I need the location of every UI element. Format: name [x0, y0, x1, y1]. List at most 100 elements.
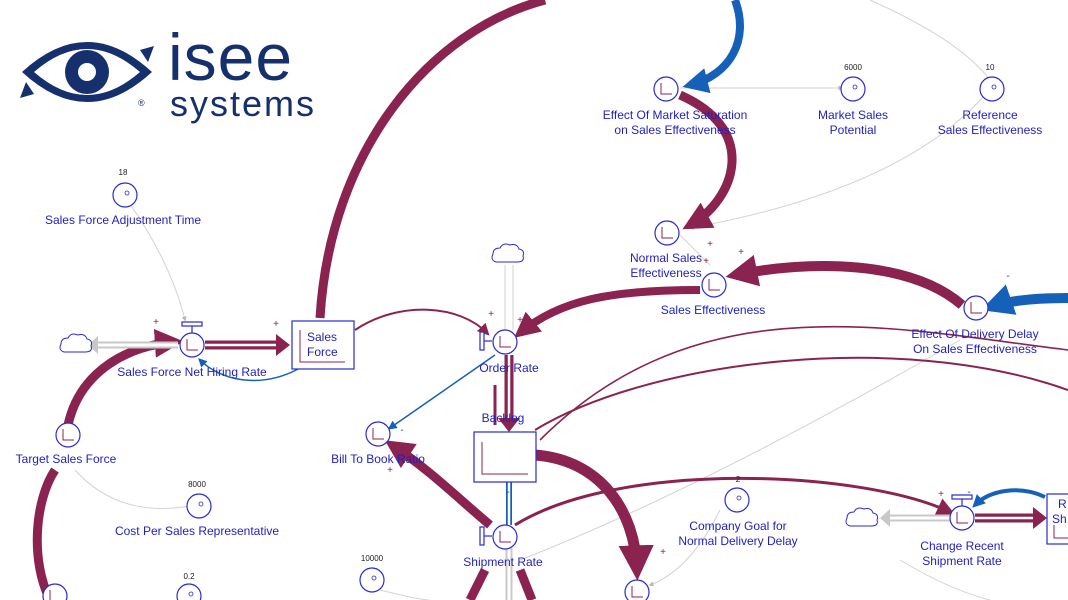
polarity-plus: +	[660, 547, 666, 558]
market-sales-potential-label-2: Potential	[829, 123, 877, 137]
reference-sales-effectiveness-value: 10	[985, 63, 995, 72]
link-effectiveness-to-order	[514, 286, 701, 338]
polarity-minus: -	[400, 425, 404, 436]
normal-sales-effectiveness-label-1: Normal Sales	[629, 251, 703, 265]
converter-circles	[42, 76, 1005, 600]
polarity-plus: +	[738, 247, 744, 258]
flow-pipes	[88, 334, 1047, 600]
company-goal-label-2: Normal Delivery Delay	[678, 534, 798, 548]
link-shipment-to-billbook	[384, 440, 493, 529]
polarity-plus: +	[703, 256, 709, 267]
effect-market-saturation-label-2: on Sales Effectiveness	[614, 123, 736, 137]
company-goal-value: 2	[735, 475, 741, 484]
change-recent-flow-node[interactable]	[949, 505, 975, 531]
effect-market-saturation-label-1: Effect Of Market Saturation	[602, 108, 748, 122]
sales-force-adjustment-time-label: Sales Force Adjustment Time	[44, 213, 202, 227]
link-left-to-target	[32, 467, 59, 600]
unnamed-10000-node[interactable]	[359, 567, 385, 593]
polarity-minus: -	[506, 487, 510, 498]
reference-sales-effectiveness-label-1: Reference	[962, 108, 1018, 122]
reference-sales-effectiveness-node[interactable]	[979, 76, 1005, 102]
cloud-icon	[491, 243, 524, 263]
valves	[181, 321, 973, 546]
target-sales-force-node[interactable]	[55, 422, 81, 448]
market-sales-potential-label-1: Market Sales	[817, 108, 889, 122]
company-goal-node[interactable]	[724, 487, 750, 513]
unnamed-10000-value: 10000	[360, 554, 384, 563]
link-salesforce-to-hiring	[198, 358, 301, 382]
order-rate-flow-node[interactable]	[492, 329, 518, 355]
effect-delivery-delay-label-2: On Sales Effectiveness	[913, 342, 1037, 356]
link-right-to-delivery	[980, 284, 1068, 315]
effect-delivery-delay-node[interactable]	[963, 295, 989, 321]
cost-per-sales-rep-value: 8000	[188, 480, 206, 489]
stock-sales-force-label-1: Sales	[307, 330, 338, 344]
cloud-icon	[59, 333, 92, 353]
company-goal-label-1: Company Goal for	[689, 519, 787, 533]
link-shipment-to-change	[514, 476, 955, 527]
sales-effectiveness-label: Sales Effectiveness	[660, 303, 766, 317]
sales-force-adjustment-time-value: 18	[118, 168, 128, 177]
sales-effectiveness-node[interactable]	[701, 272, 727, 298]
polarity-minus: -	[967, 487, 971, 498]
partial-stock-letter-1: R	[1058, 497, 1067, 511]
target-sales-force-label: Target Sales Force	[15, 452, 117, 466]
link-backlog-long	[539, 325, 1068, 441]
logo-word-systems: systems	[170, 83, 317, 124]
polarity-minus: -	[1006, 271, 1010, 282]
stock-recent-shipment-partial	[1046, 493, 1068, 545]
cost-per-sales-rep-label: Cost Per Sales Representative	[114, 524, 280, 538]
flow-order-rate-label: Order Rate	[479, 361, 539, 375]
market-sales-potential-node[interactable]	[840, 76, 866, 102]
flow-shipment-rate-label: Shipment Rate	[463, 555, 543, 569]
link-top-to-market-sat	[682, 0, 744, 94]
unnamed-0-2-node[interactable]	[176, 583, 202, 600]
link-order-to-billbook	[387, 354, 496, 430]
flow-change-recent-label-2: Shipment Rate	[922, 554, 1002, 568]
bill-to-book-ratio-label: Bill To Book Ratio	[331, 452, 425, 466]
link-market-sat-to-normal	[678, 90, 737, 230]
blue-links	[198, 0, 1068, 508]
partial-stock-letter-2: Sh	[1052, 512, 1067, 526]
link-backlog-to-bottom	[534, 449, 654, 581]
link-backlog-to-right	[534, 356, 1068, 431]
polarity-plus: +	[517, 315, 523, 326]
isee-logo	[20, 42, 154, 102]
link-right-to-change	[972, 488, 1046, 508]
polarity-plus: +	[387, 465, 393, 476]
polarity-plus: +	[153, 317, 159, 328]
clouds	[59, 243, 878, 527]
unnamed-0-2-value: 0.2	[183, 572, 195, 581]
stock-sales-force-label-2: Force	[307, 345, 338, 359]
logo-word-isee: isee	[168, 20, 294, 94]
hiring-rate-flow-node[interactable]	[179, 332, 205, 358]
normal-sales-effectiveness-node[interactable]	[654, 220, 680, 246]
flow-hiring-rate-label: Sales Force Net Hiring Rate	[117, 365, 267, 379]
sales-force-adjustment-time-node[interactable]	[112, 182, 138, 208]
link-shipment-down2	[515, 568, 537, 600]
stock-backlog-label: Backlog	[481, 411, 525, 425]
link-target-to-hiring	[63, 328, 184, 427]
effect-delivery-delay-label-1: Effect Of Delivery Delay	[911, 327, 1039, 341]
effect-market-saturation-node[interactable]	[653, 76, 679, 102]
link-delivery-to-effectiveness	[725, 254, 966, 309]
cost-per-sales-rep-node[interactable]	[186, 493, 212, 519]
thin-links	[74, 0, 991, 600]
polarity-plus: +	[938, 489, 944, 500]
reference-sales-effectiveness-label-2: Sales Effectiveness	[937, 123, 1043, 137]
flow-change-recent-label-1: Change Recent	[920, 539, 1004, 553]
polarity-plus: +	[273, 319, 279, 330]
bottom-node[interactable]	[624, 579, 650, 600]
bottom-left-node[interactable]	[42, 583, 68, 600]
market-sales-potential-value: 6000	[844, 63, 862, 72]
polarity-plus: +	[707, 239, 713, 250]
stock-sales-force	[291, 320, 355, 370]
logo-registered-mark: ®	[138, 98, 146, 108]
stocks	[291, 320, 1068, 545]
bill-to-book-ratio-node[interactable]	[365, 421, 391, 447]
shipment-rate-flow-node[interactable]	[492, 524, 518, 550]
polarity-plus: +	[488, 309, 494, 320]
link-shipment-down1	[465, 567, 490, 600]
normal-sales-effectiveness-label-2: Effectiveness	[630, 266, 702, 280]
